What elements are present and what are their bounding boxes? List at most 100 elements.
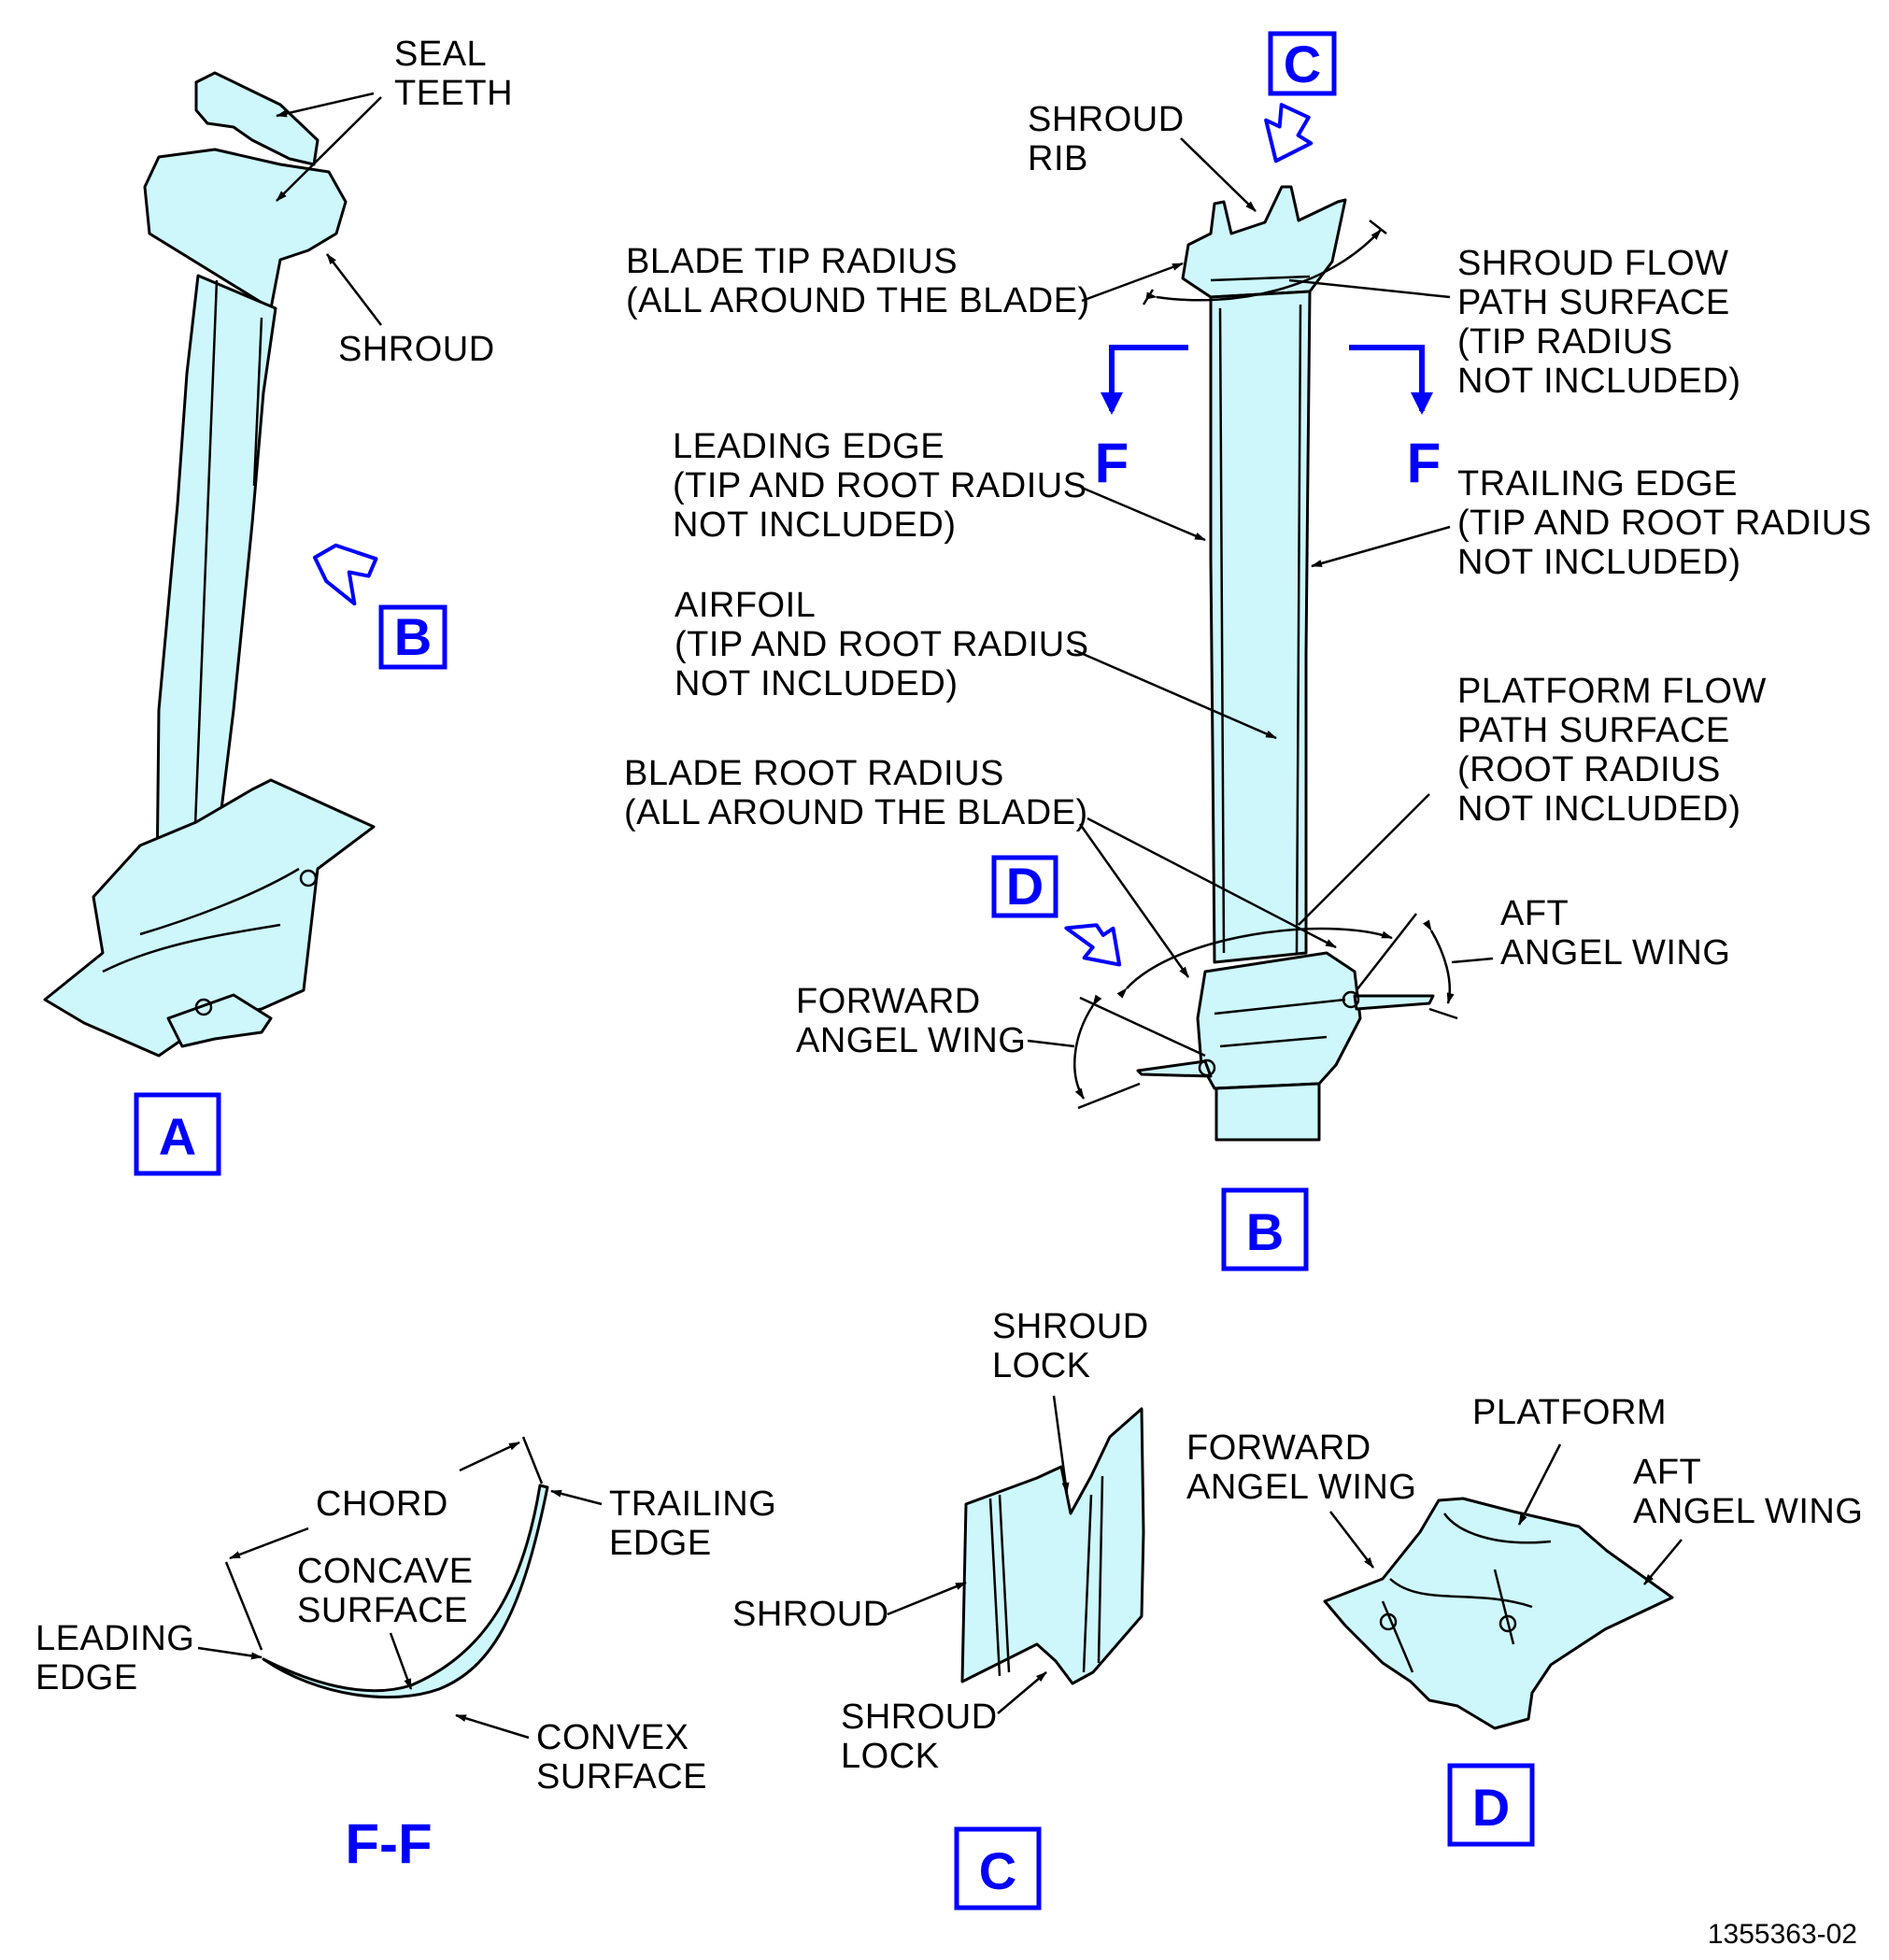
section-cut-letter-right: F bbox=[1407, 432, 1442, 494]
blade-tip-radius-label-line2: (ALL AROUND THE BLADE) bbox=[626, 281, 1090, 320]
section-ff-trailing-edge-label-line2: EDGE bbox=[609, 1524, 712, 1563]
section-ff-leading-edge-label-line2: EDGE bbox=[36, 1658, 138, 1697]
view-b-forward-angel-wing-shape bbox=[1136, 1059, 1213, 1078]
section-ff-title: F-F bbox=[345, 1812, 432, 1875]
view-b-forward-angel-wing-label-line1: FORWARD bbox=[796, 982, 981, 1021]
section-ff-trailing-edge-label-line1: TRAILING bbox=[609, 1484, 776, 1524]
view-c-shroud-lock-top-callout: SHROUD LOCK bbox=[992, 1307, 1149, 1494]
platform-flow-path-callout: PLATFORM FLOW PATH SURFACE (ROOT RADIUS … bbox=[1298, 672, 1767, 926]
view-c-shroud-label: SHROUD bbox=[732, 1595, 889, 1634]
view-d-platform-label: PLATFORM bbox=[1472, 1393, 1667, 1432]
convex-surface-label-line1: CONVEX bbox=[536, 1718, 689, 1757]
seal-teeth-label-line2: TEETH bbox=[394, 74, 513, 113]
view-c-shroud bbox=[960, 1407, 1145, 1685]
view-c-shroud-lock-bottom-label-line1: SHROUD bbox=[841, 1697, 998, 1737]
view-a-shroud-label: SHROUD bbox=[338, 330, 495, 369]
view-b-letter: B bbox=[1246, 1202, 1284, 1261]
view-d-forward-angel-wing-label-line2: ANGEL WING bbox=[1186, 1468, 1416, 1507]
view-b-direction-arrow: B bbox=[312, 543, 447, 670]
view-d-platform-shape bbox=[1323, 1497, 1674, 1730]
view-a-shroud-shape bbox=[143, 148, 348, 310]
section-ff-leading-edge-label-line1: LEADING bbox=[36, 1619, 194, 1658]
view-d-reference-letter: D bbox=[1006, 857, 1044, 916]
view-b-aft-angel-wing-label-line1: AFT bbox=[1500, 894, 1569, 933]
view-b-root-shape bbox=[1214, 1082, 1321, 1142]
trailing-edge-label-line3: NOT INCLUDED) bbox=[1457, 543, 1741, 582]
platform-flow-path-label-line1: PLATFORM FLOW bbox=[1457, 672, 1767, 711]
shroud-flow-path-label-line3: (TIP RADIUS bbox=[1457, 322, 1673, 362]
view-c-title: C bbox=[954, 1826, 1042, 1910]
view-d-forward-angel-wing-label-line1: FORWARD bbox=[1186, 1428, 1371, 1468]
root-platform-angle-dimension bbox=[1116, 927, 1393, 999]
view-a-seal-teeth-shape bbox=[194, 71, 320, 166]
section-ff-trailing-edge-callout: TRAILING EDGE bbox=[550, 1484, 776, 1563]
view-d-aft-angel-wing-callout: AFT ANGEL WING bbox=[1633, 1453, 1863, 1585]
section-ff-leading-edge-callout: LEADING EDGE bbox=[36, 1619, 263, 1697]
view-a-letter: A bbox=[159, 1107, 196, 1166]
convex-surface-label-line2: SURFACE bbox=[536, 1757, 707, 1797]
view-b-title: B bbox=[1221, 1187, 1309, 1271]
view-c-shroud-lock-top-label-line1: SHROUD bbox=[992, 1307, 1149, 1346]
view-b-airfoil-shape bbox=[1209, 290, 1312, 964]
chord-label: CHORD bbox=[316, 1484, 448, 1524]
view-c-shroud-shape bbox=[960, 1407, 1145, 1685]
view-b-blade bbox=[1136, 185, 1435, 1142]
airfoil-callout: AIRFOIL (TIP AND ROOT RADIUS NOT INCLUDE… bbox=[675, 586, 1277, 740]
view-b-platform-shape bbox=[1196, 951, 1362, 1090]
section-cut-letter-left: F bbox=[1095, 432, 1129, 494]
view-a-seal-teeth-callout: SEAL TEETH bbox=[276, 35, 513, 202]
view-b-forward-angel-wing-callout: FORWARD ANGEL WING bbox=[796, 982, 1206, 1110]
view-d-aft-angel-wing-label-line1: AFT bbox=[1633, 1453, 1701, 1492]
concave-surface-label-line1: CONCAVE bbox=[297, 1552, 474, 1591]
shroud-rib-label-line2: RIB bbox=[1028, 139, 1088, 178]
view-b-aft-angel-wing-callout: AFT ANGEL WING bbox=[1356, 894, 1730, 1020]
view-a-platform-shape bbox=[43, 778, 376, 1058]
airfoil-label-line2: (TIP AND ROOT RADIUS bbox=[675, 625, 1089, 664]
view-b-forward-angel-wing-label-line2: ANGEL WING bbox=[796, 1021, 1026, 1060]
view-c-shroud-lock-bottom-label-line2: LOCK bbox=[841, 1737, 939, 1776]
shroud-rib-label-line1: SHROUD bbox=[1028, 100, 1185, 139]
shroud-flow-path-label-line2: PATH SURFACE bbox=[1457, 283, 1730, 322]
section-ff-profile-shape bbox=[262, 1484, 549, 1699]
view-a-shroud-callout: SHROUD bbox=[326, 253, 495, 369]
platform-flow-path-label-line3: (ROOT RADIUS bbox=[1457, 750, 1721, 789]
view-c-letter: C bbox=[979, 1841, 1016, 1900]
leading-edge-label-line1: LEADING EDGE bbox=[673, 427, 944, 466]
shroud-flow-path-label-line4: NOT INCLUDED) bbox=[1457, 362, 1741, 401]
view-d-direction: D bbox=[991, 855, 1122, 967]
trailing-edge-label-line1: TRAILING EDGE bbox=[1457, 464, 1738, 504]
view-b-aft-angel-wing-shape bbox=[1353, 994, 1435, 1011]
view-c-reference-letter: C bbox=[1284, 35, 1321, 93]
section-ff-letters: F-F bbox=[345, 1812, 432, 1875]
leading-edge-callout: LEADING EDGE (TIP AND ROOT RADIUS NOT IN… bbox=[673, 427, 1206, 545]
leading-edge-label-line2: (TIP AND ROOT RADIUS bbox=[673, 466, 1087, 505]
trailing-edge-callout: TRAILING EDGE (TIP AND ROOT RADIUS NOT I… bbox=[1311, 464, 1872, 582]
shroud-rib-callout: SHROUD RIB bbox=[1028, 100, 1257, 212]
view-d-letter: D bbox=[1472, 1778, 1510, 1837]
shroud-flow-path-label-line1: SHROUD FLOW bbox=[1457, 244, 1729, 283]
view-a-root-lug bbox=[166, 993, 273, 1048]
shroud-flow-path-callout: SHROUD FLOW PATH SURFACE (TIP RADIUS NOT… bbox=[1288, 244, 1741, 401]
airfoil-label-line3: NOT INCLUDED) bbox=[675, 664, 959, 703]
section-ff-airfoil bbox=[262, 1484, 549, 1699]
view-c-shroud-lock-bottom-callout: SHROUD LOCK bbox=[841, 1671, 1047, 1776]
section-cut-line-f: F F bbox=[1095, 345, 1442, 494]
figure-number: 1355363-02 bbox=[1708, 1919, 1857, 1950]
trailing-edge-label-line2: (TIP AND ROOT RADIUS bbox=[1457, 504, 1872, 543]
blade-root-radius-callout: BLADE ROOT RADIUS (ALL AROUND THE BLADE) bbox=[624, 754, 1337, 978]
view-d-platform-callout: PLATFORM bbox=[1472, 1393, 1667, 1526]
concave-surface-label-line2: SURFACE bbox=[297, 1591, 468, 1630]
convex-surface-callout: CONVEX SURFACE bbox=[455, 1713, 707, 1797]
view-d-title: D bbox=[1447, 1763, 1535, 1847]
view-a-blade bbox=[43, 71, 376, 1058]
blade-root-radius-label-line2: (ALL AROUND THE BLADE) bbox=[624, 793, 1088, 832]
view-b-reference-letter: B bbox=[394, 607, 432, 666]
concave-surface-callout: CONCAVE SURFACE bbox=[297, 1552, 474, 1690]
leading-edge-label-line3: NOT INCLUDED) bbox=[673, 505, 957, 545]
view-d-aft-angel-wing-label-line2: ANGEL WING bbox=[1633, 1492, 1863, 1531]
view-d-platform bbox=[1323, 1497, 1674, 1730]
view-b-aft-angel-wing-label-line2: ANGEL WING bbox=[1500, 933, 1730, 973]
view-c-shroud-callout: SHROUD bbox=[732, 1581, 967, 1634]
view-c-direction: C bbox=[1264, 31, 1337, 163]
